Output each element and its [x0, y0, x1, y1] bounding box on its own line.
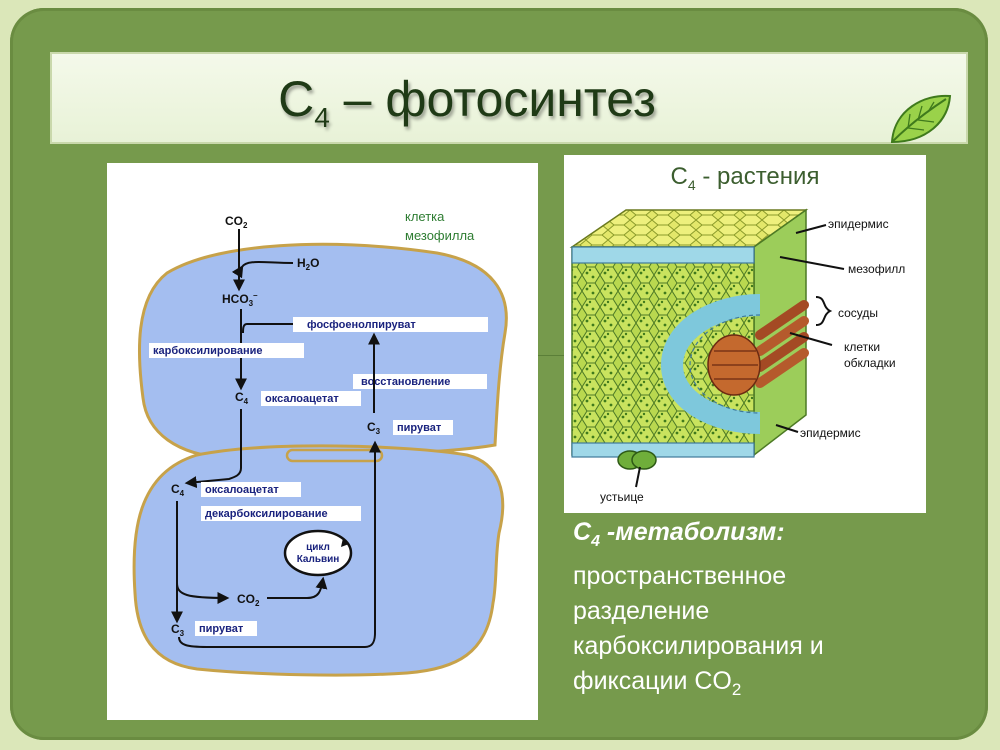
pathway-svg: клетка мезофилла CO2 H2O HCO3– фосфоенол… [132, 209, 508, 677]
panel-connector [538, 355, 564, 356]
cell-label-line1: клетка [405, 209, 445, 224]
vessels-brace [815, 296, 833, 326]
label-leaders [635, 224, 845, 488]
c4-label-top: C4 [235, 390, 249, 406]
cell-label-line2: мезофилла [405, 228, 475, 243]
arrow-to-co2 [176, 582, 230, 604]
description-heading: C4 -метаболизм: [573, 518, 785, 550]
stoma [617, 450, 657, 470]
description-line-4: фиксации CO2 [573, 667, 742, 699]
label-sheath-2: обкладки [844, 356, 896, 370]
metabolism-description: C4 -метаболизм: пространственное разделе… [573, 515, 953, 707]
title-bar: C4 – фотосинтез [50, 52, 968, 144]
arrow-transport-down [184, 409, 242, 489]
arrow-return-up [178, 440, 381, 648]
arrow-co2-to-calvin [267, 576, 328, 599]
decarboxylation-label: декарбоксилирование [205, 508, 328, 520]
pyruvate-label-2: пируват [199, 623, 244, 635]
c4-plants-title: C4 - растения [670, 163, 820, 193]
calvin-arrow-head [341, 538, 349, 547]
pep-label: фосфоенолпируват [307, 319, 416, 331]
co2-mid: CO2 [237, 592, 260, 608]
c4-pathway-diagram: клетка мезофилла CO2 H2O HCO3– фосфоенол… [107, 163, 538, 720]
arrow-h2o [231, 261, 294, 279]
c4-label-bottom: C4 [171, 482, 185, 498]
label-epidermis-bottom: эпидермис [800, 426, 861, 440]
label-mesophyll: мезофилл [848, 262, 905, 276]
bundle-sheath [660, 294, 761, 434]
pep-line [242, 323, 293, 334]
oxaloacetate-label-1: оксалоацетат [265, 393, 339, 405]
reduction-box [353, 374, 487, 389]
carboxylation-box [149, 343, 304, 358]
oxaloacetate-box-2 [201, 482, 301, 497]
label-stomata: устьице [600, 490, 644, 504]
calvin-cycle-ring [283, 529, 353, 577]
label-sheath-1: клетки [844, 340, 880, 354]
description-line-1: пространственное [573, 562, 787, 590]
label-vessels: сосуды [838, 306, 878, 320]
c3-label-mid: C3 [367, 420, 381, 436]
c3-label-bottom: C3 [171, 622, 185, 638]
calvin-label-2: Кальвин [297, 554, 340, 565]
leaf-cross-section-panel: C4 - растения [564, 155, 926, 513]
oxaloacetate-box-1 [261, 391, 361, 406]
pyruvate-box-1 [393, 420, 453, 435]
pyruvate-label-1: пируват [397, 422, 442, 434]
oxaloacetate-label-2: оксалоацетат [205, 484, 279, 496]
lower-epidermis [571, 442, 755, 458]
h2o-label: H2O [297, 256, 319, 272]
mesophyll-cell [137, 242, 508, 460]
description-line-3: карбоксилирования и [573, 632, 824, 660]
plasmodesma [285, 448, 384, 463]
carboxylation-label: карбоксилирование [153, 345, 263, 357]
calvin-label-1: цикл [306, 542, 330, 553]
co2-top: CO2 [225, 214, 248, 230]
description-line-2: разделение [573, 597, 710, 625]
vascular-vessels [707, 300, 809, 396]
slide-title: C4 – фотосинтез [278, 71, 656, 133]
pep-box [293, 317, 488, 332]
label-epidermis-top: эпидермис [828, 217, 889, 231]
decarboxylation-box [201, 506, 361, 521]
hco3-label: HCO3– [222, 291, 258, 308]
reduction-label: восстановление [361, 376, 450, 388]
leaf-icon [890, 94, 952, 144]
leaf-section-svg: эпидермис мезофилл сосуды клетки обкладк… [569, 208, 905, 504]
pyruvate-box-2 [195, 621, 257, 636]
upper-epidermis [571, 246, 755, 264]
